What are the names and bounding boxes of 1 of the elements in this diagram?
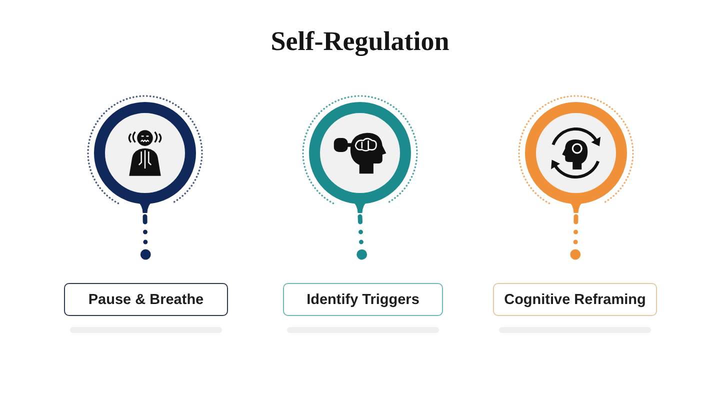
title: Self-Regulation — [270, 25, 450, 57]
